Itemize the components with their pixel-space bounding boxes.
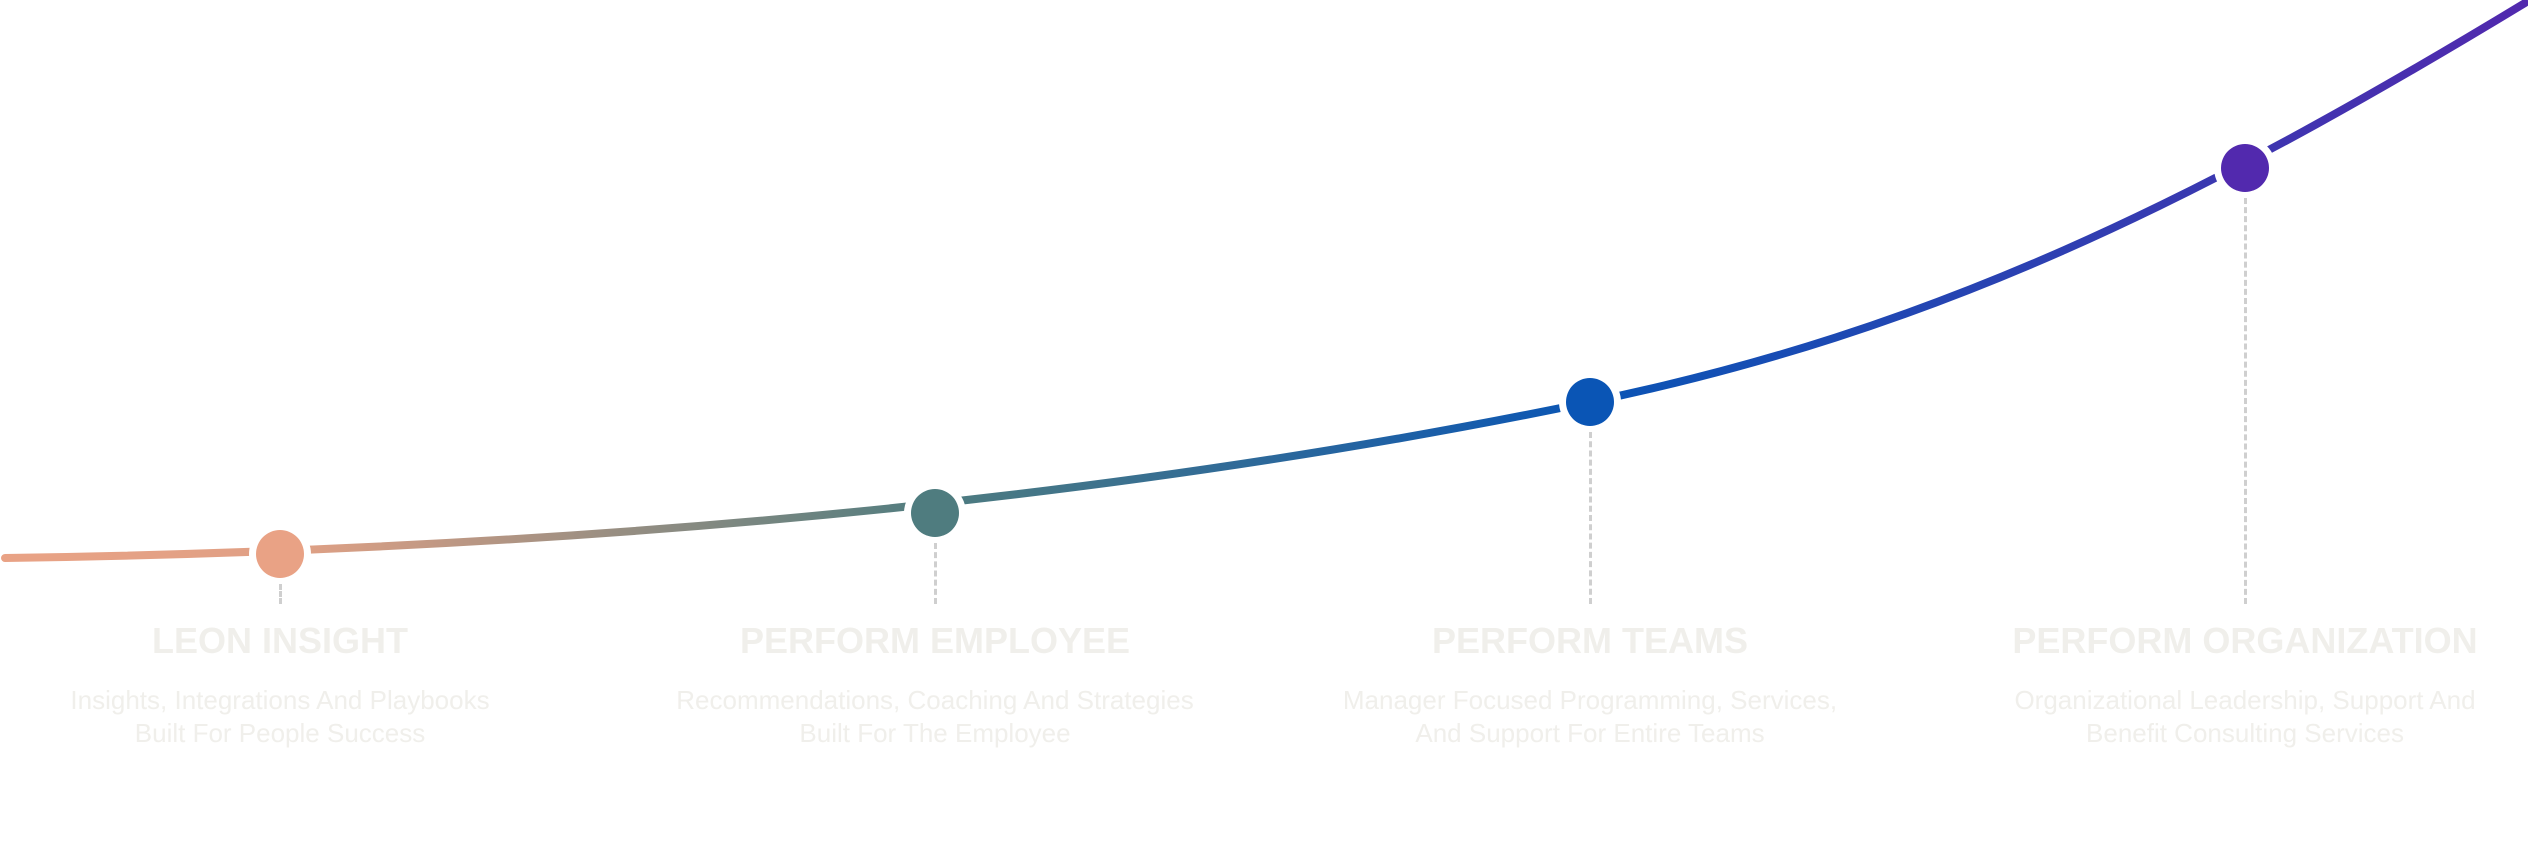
node-dot	[256, 530, 304, 578]
node-dot	[911, 489, 959, 537]
stage-title: PERFORM ORGANIZATION	[2012, 620, 2478, 661]
connector-line	[2244, 198, 2247, 604]
connector-line	[279, 584, 282, 604]
stage-description: Recommendations, Coaching And Strategies…	[676, 685, 1194, 748]
stage-description: Manager Focused Programming, Services,An…	[1342, 685, 1838, 748]
curve-line	[1, 0, 2528, 562]
node-dot	[1566, 378, 1614, 426]
connector-line	[934, 543, 937, 604]
connector-line	[1589, 432, 1592, 604]
stage-leon-insight: LEON INSIGHT Insights, Integrations And …	[0, 620, 560, 750]
stage-title: LEON INSIGHT	[151, 620, 408, 661]
stage-title: PERFORM TEAMS	[1431, 620, 1748, 661]
stage-perform-teams: PERFORM TEAMS Manager Focused Programmin…	[1310, 620, 1870, 750]
stage-perform-organization: PERFORM ORGANIZATION Organizational Lead…	[1965, 620, 2525, 750]
stage-perform-employee: PERFORM EMPLOYEE Recommendations, Coachi…	[655, 620, 1215, 750]
node-dot	[2221, 144, 2269, 192]
stage-title: PERFORM EMPLOYEE	[739, 620, 1131, 661]
